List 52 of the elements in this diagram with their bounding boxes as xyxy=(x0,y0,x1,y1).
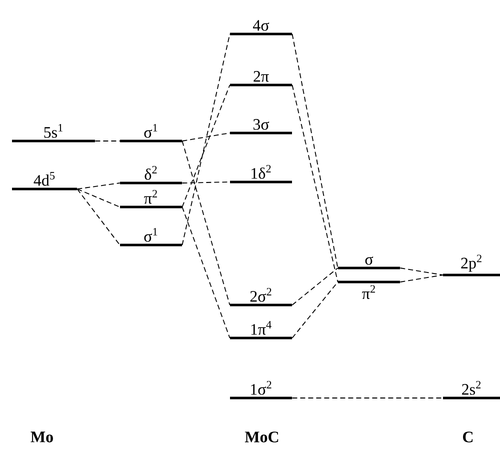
node-label: 1π$^{4}$ xyxy=(251,321,272,335)
node-label: 4σ xyxy=(253,20,270,31)
energy-level: δ$^{2}$ xyxy=(120,166,182,184)
energy-level: 1π$^{4}$ xyxy=(230,321,292,340)
dashed-connector xyxy=(76,188,120,208)
energy-level: 1σ$^{2}$ xyxy=(230,380,292,400)
node-label: δ$^{2}$ xyxy=(144,166,157,180)
node-label: σ$^{1}$ xyxy=(144,228,158,242)
node-label: 2π xyxy=(254,71,269,82)
dashed-connector xyxy=(182,140,230,306)
dashed-connector xyxy=(94,140,120,142)
dashed-connector xyxy=(292,268,338,306)
dashed-connector xyxy=(76,188,120,246)
energy-level: 1δ$^{2}$ xyxy=(230,164,292,184)
node-label: σ xyxy=(365,256,374,265)
energy-level: 2p$^{2}$ xyxy=(443,254,500,276)
energy-level: σ$^{1}$ xyxy=(120,228,182,246)
column-label: C xyxy=(463,432,473,442)
energy-level: 4σ xyxy=(230,20,292,36)
node-label: π$^{2}$ xyxy=(144,190,157,204)
dashed-connector xyxy=(292,34,338,268)
energy-level: π$^{2}$ xyxy=(120,190,182,208)
energy-level: 2s$^{2}$ xyxy=(443,380,500,400)
energy-level: π$^{2}$ xyxy=(338,280,400,300)
dashed-connector xyxy=(400,268,444,276)
energy-level: σ$^{1}$ xyxy=(120,124,182,142)
dashed-connector xyxy=(182,84,230,208)
column-label: MoC xyxy=(244,432,278,442)
dashed-connector xyxy=(400,274,444,282)
node-label: π$^{2}$ xyxy=(362,285,375,300)
energy-level: σ xyxy=(338,256,400,270)
node-label: 1σ$^{2}$ xyxy=(251,380,272,395)
energy-level: 3σ xyxy=(230,119,292,134)
dashed-connector xyxy=(292,84,338,282)
dashed-connector xyxy=(182,132,230,142)
node-label: 2p$^{2}$ xyxy=(461,254,482,272)
dashed-connector xyxy=(76,182,120,190)
node-label: σ$^{1}$ xyxy=(144,124,158,138)
energy-level: 2σ$^{2}$ xyxy=(230,288,292,306)
energy-level: 5s$^{1}$ xyxy=(12,124,95,142)
dashed-connector xyxy=(292,282,338,338)
dashed-connector xyxy=(182,206,230,338)
node-label: 2σ$^{2}$ xyxy=(250,288,272,302)
node-label: 3σ xyxy=(253,119,270,130)
energy-level: 2π xyxy=(230,71,292,86)
node-label: 5s$^{1}$ xyxy=(44,124,62,138)
dashed-connector xyxy=(182,34,230,246)
node-label: 1δ$^{2}$ xyxy=(252,164,271,179)
column-label: Mo xyxy=(30,432,53,442)
energy-level: 4d$^{5}$ xyxy=(12,172,77,190)
node-label: 2s$^{2}$ xyxy=(462,380,481,395)
node-label: 4d$^{5}$ xyxy=(34,172,55,186)
